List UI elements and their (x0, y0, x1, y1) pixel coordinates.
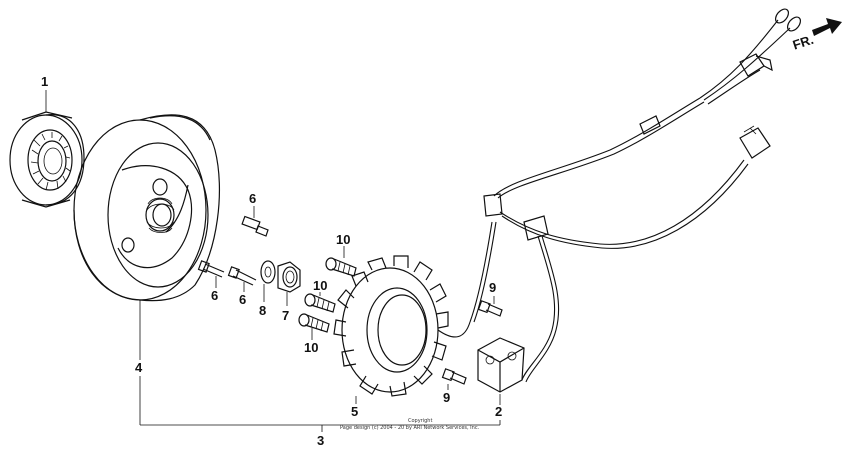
flywheel-bolts (197, 215, 269, 286)
bolt-10-mid (304, 293, 336, 313)
callout-stator-bolt-mid: 10 (313, 278, 327, 293)
flywheel-part (73, 114, 220, 302)
bolt-10-low (298, 313, 330, 333)
callout-flywheel-bolt-left: 6 (211, 288, 218, 303)
callout-stator-bolt-low: 10 (304, 340, 318, 355)
bolt-9-upper (477, 300, 503, 317)
callout-flywheel: 4 (135, 360, 143, 375)
callout-flywheel-bolt-mid: 6 (239, 292, 246, 307)
bolt-10-top (325, 257, 357, 277)
bolt-6-left (197, 260, 225, 278)
copyright-line-2: Page design (c) 2004 - 20 by ARI Network… (340, 425, 480, 431)
wiring-harness (469, 8, 802, 383)
bolt-6-mid (227, 266, 257, 286)
callout-bearing: 1 (41, 74, 48, 89)
callout-flywheel-bolt-top: 6 (249, 191, 256, 206)
callout-stator: 5 (351, 404, 358, 419)
nut-part (277, 261, 301, 293)
copyright-notice: Copyright Page design (c) 2004 - 20 by A… (340, 418, 480, 431)
callout-nut: 7 (282, 308, 289, 323)
pulse-generator-bolts (441, 300, 503, 385)
washer-part (260, 260, 276, 284)
front-direction-indicator: FR. (791, 18, 842, 53)
leader-lines (45, 90, 501, 432)
bearing-part (9, 111, 85, 208)
callout-alternator-assembly: 3 (317, 433, 324, 448)
stator-part (333, 255, 471, 397)
stator-bolts (298, 257, 357, 333)
bolt-9-lower (441, 368, 467, 385)
callout-stator-bolt-top: 10 (336, 232, 350, 247)
callout-labels: 1 2 3 4 5 6 6 6 7 8 9 9 10 10 10 (41, 74, 502, 448)
callout-washer: 8 (259, 303, 266, 318)
pulse-generator-part (477, 337, 525, 393)
front-direction-label: FR. (791, 32, 816, 53)
front-arrow-icon (812, 18, 842, 36)
callout-pulse-bolt-upper: 9 (489, 280, 496, 295)
callout-pulse-bolt-lower: 9 (443, 390, 450, 405)
copyright-line-1: Copyright (408, 418, 432, 424)
callout-pulse-generator: 2 (495, 404, 502, 419)
bolt-6-top (241, 215, 269, 237)
